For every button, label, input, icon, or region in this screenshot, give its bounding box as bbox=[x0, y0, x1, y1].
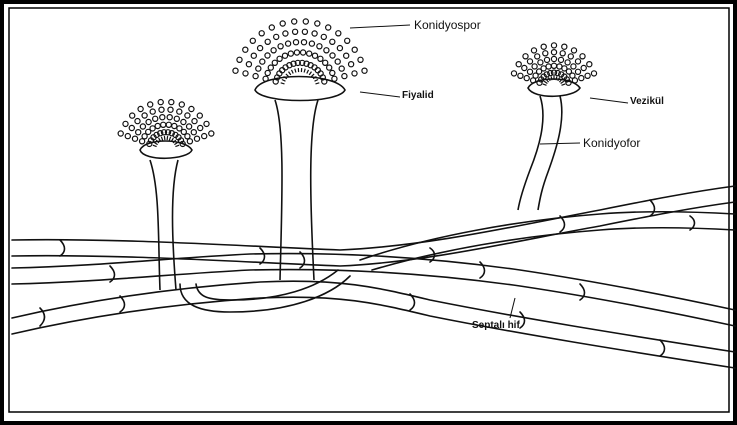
conidiophore-right bbox=[518, 79, 580, 210]
label-konidyospor: Konidyospor bbox=[414, 18, 481, 32]
conidiophore-left bbox=[140, 141, 192, 290]
spore-chains-center bbox=[233, 19, 367, 84]
spore-chains-left bbox=[118, 100, 214, 147]
label-septali-hif: Septalı hif bbox=[472, 320, 520, 331]
label-konidyofor: Konidyofor bbox=[583, 136, 640, 150]
hyphae-network bbox=[12, 186, 735, 368]
spore-chains-right bbox=[511, 43, 596, 86]
label-vezikul: Vezikül bbox=[630, 96, 664, 107]
label-fiyalid: Fiyalid bbox=[402, 90, 434, 101]
conidial-heads bbox=[118, 19, 597, 147]
